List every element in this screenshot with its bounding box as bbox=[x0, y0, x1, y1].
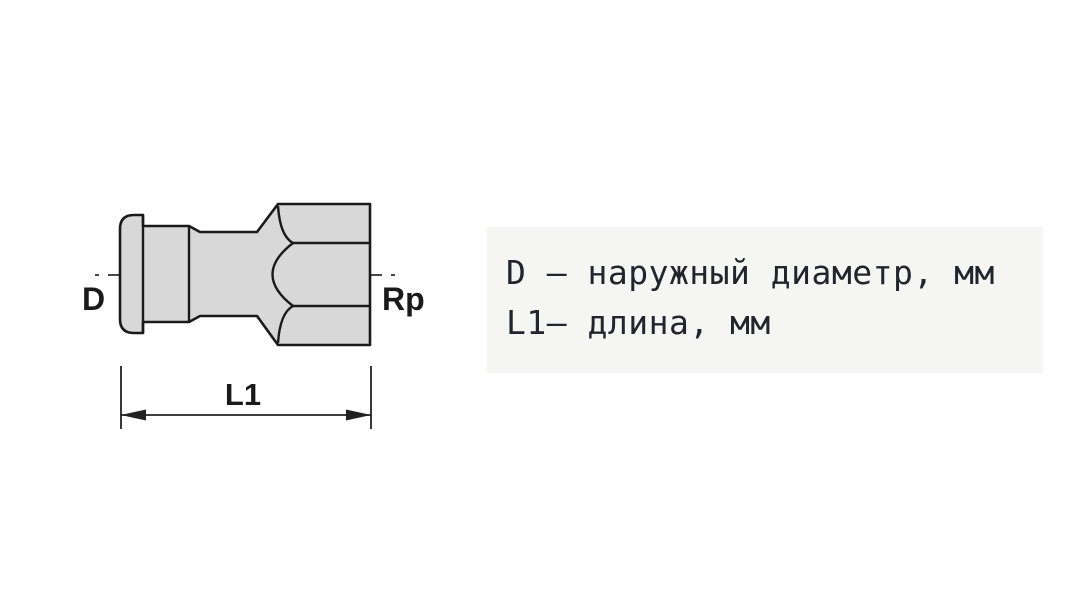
legend-line-outer-diameter: D – наружный диаметр, мм bbox=[506, 253, 995, 292]
arrowhead-left-icon bbox=[121, 409, 146, 421]
hex-chamfer-arc-top bbox=[276, 205, 294, 245]
legend-line-length: L1– длина, мм bbox=[506, 303, 771, 342]
hex-chamfer-arc-bottom bbox=[276, 304, 294, 344]
label-outer-diameter: D bbox=[82, 281, 106, 317]
label-thread: Rp bbox=[382, 281, 425, 317]
legend-panel: D – наружный диаметр, мм L1– длина, мм bbox=[487, 227, 1043, 373]
dimension-l1 bbox=[120, 366, 372, 429]
fitting-outline bbox=[118, 202, 372, 347]
arrowhead-right-icon bbox=[346, 409, 371, 421]
label-length: L1 bbox=[224, 377, 262, 412]
fitting-inner-lines bbox=[141, 205, 370, 344]
hex-chamfer-arc-middle bbox=[271, 242, 294, 307]
